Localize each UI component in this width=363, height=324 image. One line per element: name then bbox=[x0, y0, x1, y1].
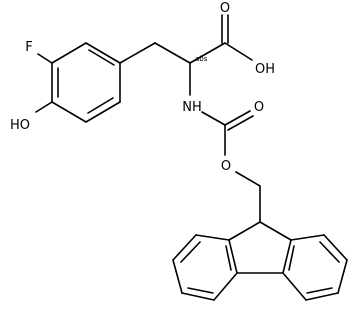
bond-carbamate-carbonyl-2 bbox=[227, 115, 254, 131]
bond-calpha-cooh bbox=[189, 42, 226, 64]
bond-o-ch2 bbox=[235, 171, 261, 187]
atom-ester-oxygen: O bbox=[221, 159, 231, 174]
bond-ch2-calpha bbox=[154, 42, 191, 64]
fluorenyl-group bbox=[172, 221, 348, 301]
bond-ring-ch2 bbox=[119, 42, 156, 64]
atom-amine: NH bbox=[182, 100, 202, 115]
atom-hydroxyl-phenol: HO bbox=[10, 118, 30, 133]
atom-acid-hydroxyl: OH bbox=[255, 62, 275, 77]
bond-acid-oh bbox=[224, 42, 253, 61]
bond-c-oh bbox=[35, 101, 53, 113]
bond-n-carbamate bbox=[201, 111, 226, 126]
atom-acid-carbonyl-oxygen: O bbox=[220, 1, 230, 16]
bond-carbamate-carbonyl-1 bbox=[224, 110, 251, 126]
stereo-annotation: abs bbox=[195, 55, 208, 63]
atom-carbamate-carbonyl-oxygen: O bbox=[254, 100, 264, 115]
atom-fluorine: F bbox=[25, 40, 32, 55]
bond-c-f bbox=[37, 53, 53, 64]
phenyl-ring bbox=[51, 42, 121, 123]
